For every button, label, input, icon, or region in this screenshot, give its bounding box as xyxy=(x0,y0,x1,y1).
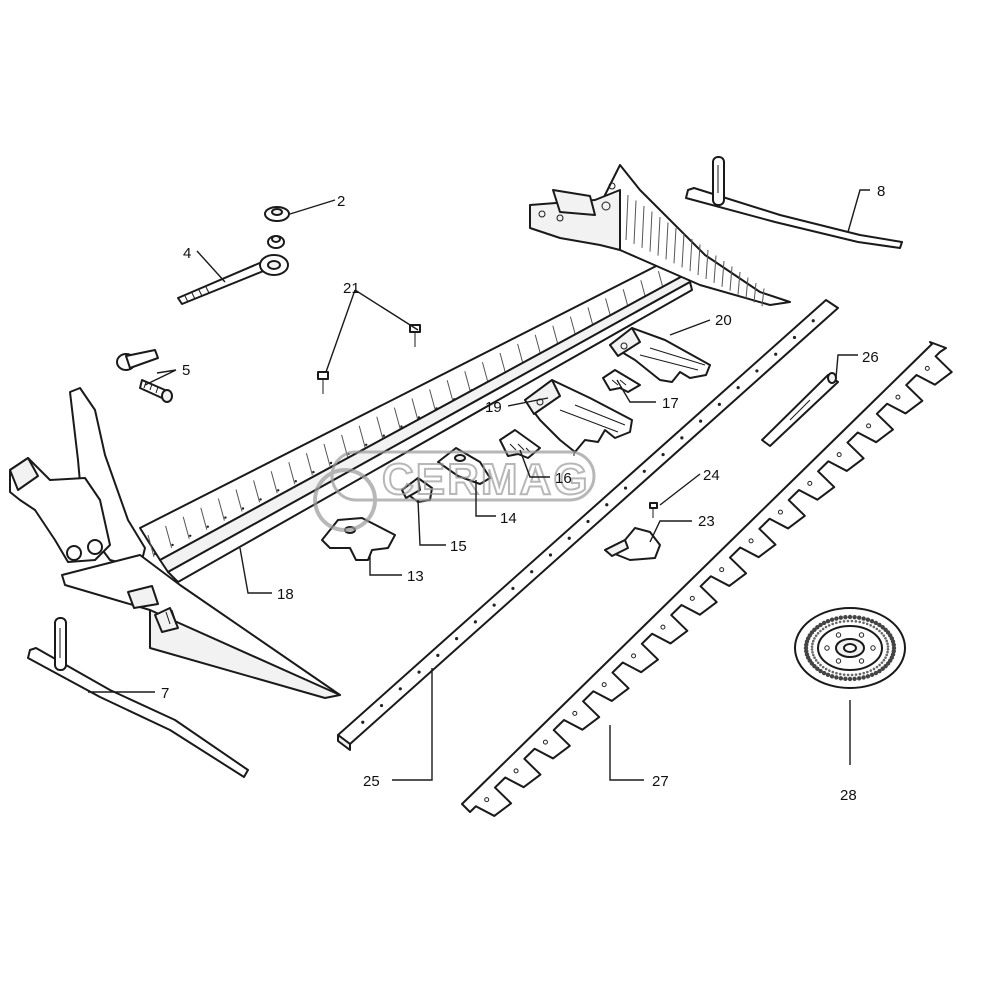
cutter-bar xyxy=(139,257,693,583)
clip-13 xyxy=(321,517,396,561)
callout-13: 13 xyxy=(407,568,424,585)
skid-7 xyxy=(27,617,249,778)
callout-28: 28 xyxy=(840,787,857,804)
callout-17: 17 xyxy=(662,395,679,412)
guard-20 xyxy=(609,327,711,383)
callout-labels: 2 4 5 7 8 13 14 15 16 17 18 19 20 21 23 … xyxy=(161,183,885,804)
clip-23 xyxy=(604,527,661,561)
bolts-21 xyxy=(317,324,421,394)
knife-head-26 xyxy=(761,372,839,447)
callout-2: 2 xyxy=(337,193,345,210)
callout-14: 14 xyxy=(500,510,517,527)
bolt-5 xyxy=(116,349,173,403)
knife-27 xyxy=(461,341,953,817)
callout-18: 18 xyxy=(277,586,294,603)
left-end-shoe xyxy=(9,387,341,699)
section-17 xyxy=(602,369,641,393)
eye-bolt-4 xyxy=(177,254,289,305)
callout-26: 26 xyxy=(862,349,879,366)
callout-5: 5 xyxy=(182,362,190,379)
callout-20: 20 xyxy=(715,312,732,329)
guard-19 xyxy=(524,379,633,453)
callout-25: 25 xyxy=(363,773,380,790)
callout-8: 8 xyxy=(877,183,885,200)
callout-16: 16 xyxy=(555,470,572,487)
callout-27: 27 xyxy=(652,773,669,790)
watermark-text: CERMAG xyxy=(382,455,590,504)
nut-2 xyxy=(264,206,290,249)
skid-8 xyxy=(685,156,903,249)
section-16 xyxy=(499,429,541,459)
callout-4: 4 xyxy=(183,245,191,262)
leader-lines xyxy=(88,189,870,781)
callout-23: 23 xyxy=(698,513,715,530)
callout-7: 7 xyxy=(161,685,169,702)
callout-24: 24 xyxy=(703,467,720,484)
callout-15: 15 xyxy=(450,538,467,555)
wear-strip-25 xyxy=(337,299,839,751)
right-end-shoe xyxy=(529,164,791,307)
clip-14 xyxy=(437,447,491,485)
callout-19: 19 xyxy=(485,399,502,416)
watermark-logo: CERMAG xyxy=(313,450,596,532)
disc-28 xyxy=(794,607,906,689)
callout-21: 21 xyxy=(343,280,360,297)
